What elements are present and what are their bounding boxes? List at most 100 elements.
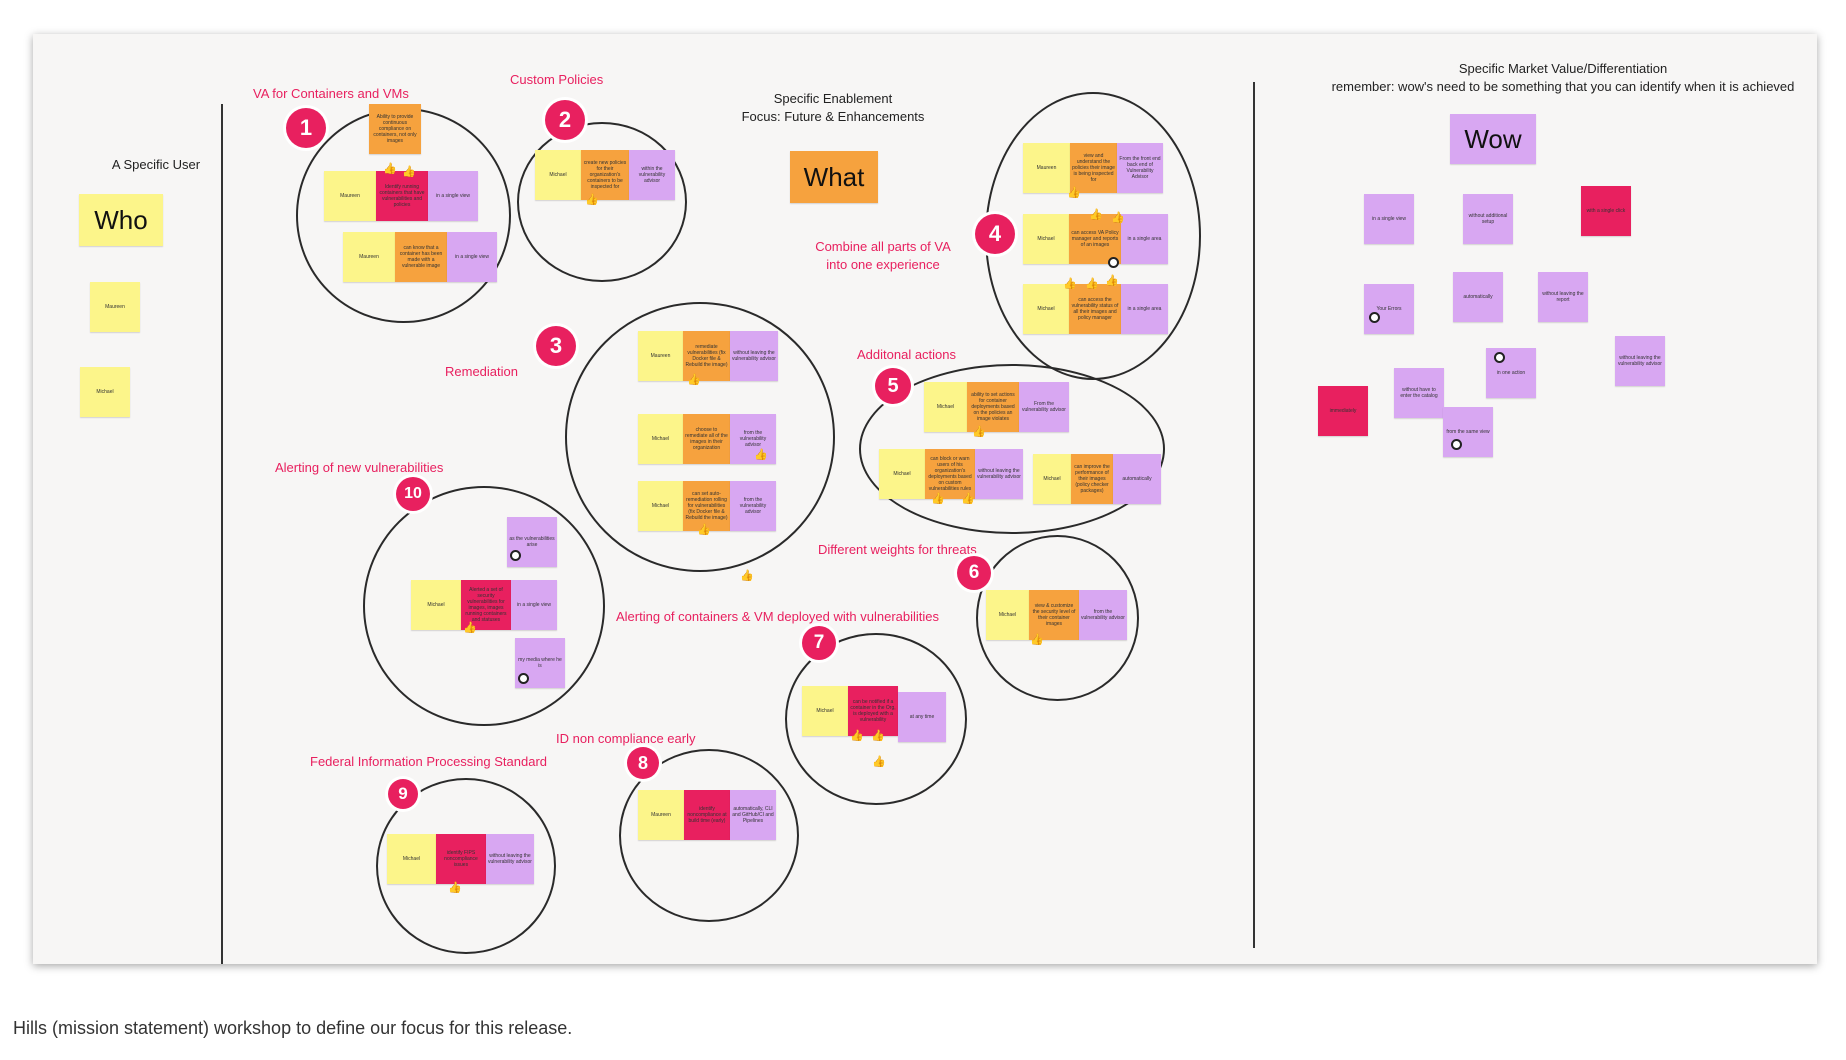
hill-4-note[interactable]: Michael <box>1023 214 1069 264</box>
hill-10-note[interactable]: Alerted a set of security vulnerabilitie… <box>461 580 511 630</box>
hill-8-title: ID non compliance early <box>556 731 696 746</box>
wow-note[interactable]: immediately <box>1318 386 1368 436</box>
hill-5-badge: 5 <box>875 368 911 404</box>
hill-3-note[interactable]: Michael <box>638 414 683 464</box>
hill-9-title: Federal Information Processing Standard <box>310 754 548 769</box>
who-note-michael[interactable]: Michael <box>80 367 130 417</box>
hill-5-note[interactable]: ability to set actions for container dep… <box>967 382 1019 432</box>
hill-5-note[interactable]: without leaving the vulnerability adviso… <box>975 449 1023 499</box>
hill-5-note[interactable]: Michael <box>1033 454 1071 504</box>
hill-1-note[interactable]: Identify running containers that have vu… <box>376 171 428 221</box>
wow-note[interactable]: without have to enter the catalog <box>1394 368 1444 418</box>
hill-1-note[interactable]: can know that a container has been made … <box>395 232 447 282</box>
hill-2-note[interactable]: Michael <box>535 150 581 200</box>
user-avatar-icon <box>1369 312 1380 323</box>
hill-3-note[interactable]: remediate vulnerabilities (fix Docker fi… <box>683 331 730 381</box>
user-avatar-icon <box>1108 257 1119 268</box>
thumbs-up-icon: 👍 <box>1067 187 1081 199</box>
hill-3-title: Remediation <box>445 364 518 379</box>
hill-3-note[interactable]: Maureen <box>638 331 683 381</box>
hill-4-note[interactable]: Maureen <box>1023 143 1070 193</box>
hill-1-note[interactable]: Maureen <box>324 171 376 221</box>
hill-7-note[interactable]: Michael <box>802 686 848 736</box>
hill-8-note[interactable]: automatically, CLI and GitHub/CI and Pip… <box>730 790 776 840</box>
who-header-note[interactable]: Who <box>79 194 163 246</box>
hill-3-note[interactable]: without leaving the vulnerability adviso… <box>730 331 778 381</box>
hill-5-title: Additonal actions <box>857 347 957 362</box>
hill-3-note[interactable]: choose to remediate all of the images in… <box>683 414 730 464</box>
hill-2-badge: 2 <box>545 100 585 140</box>
hill-9-note[interactable]: identify FIPS noncompliance issues <box>436 834 486 884</box>
hill-10-note[interactable]: in a single view <box>511 580 557 630</box>
thumbs-up-icon: 👍 <box>754 449 768 461</box>
hill-8-circle <box>619 749 799 922</box>
hill-5-note[interactable]: can improve the performance of their ima… <box>1071 454 1113 504</box>
hill-8-note[interactable]: identify noncompliance at build time (ea… <box>684 790 730 840</box>
hill-2-note[interactable]: create new policies for their organizati… <box>581 150 629 200</box>
divider-who-what <box>221 104 223 964</box>
hill-10-title: Alerting of new vulnerabilities <box>275 460 444 475</box>
hill-1-note[interactable]: Maureen <box>343 232 395 282</box>
hill-7-badge: 7 <box>802 626 836 660</box>
what-header-note[interactable]: What <box>790 151 878 203</box>
hill-4-note[interactable]: view and understand the policies their i… <box>1070 143 1117 193</box>
hill-10-note[interactable]: Michael <box>411 580 461 630</box>
hill-9-circle <box>376 778 556 954</box>
hill-2-circle <box>517 122 687 282</box>
hill-5-note[interactable]: From the vulnerability advisor <box>1019 382 1069 432</box>
what-section-line1: Specific Enablement <box>773 91 893 106</box>
hill-4-note[interactable]: Michael <box>1023 284 1069 334</box>
hill-4-note[interactable]: can access VA Policy manager and reports… <box>1069 214 1121 264</box>
hill-10-badge: 10 <box>396 477 430 511</box>
hill-7-note[interactable]: can be notified if a container in the Or… <box>848 686 898 736</box>
hill-2-title: Custom Policies <box>510 72 604 87</box>
hill-4-note[interactable]: can access the vulnerability status of a… <box>1069 284 1121 334</box>
hill-5-note[interactable]: Michael <box>924 382 967 432</box>
hill-4-note[interactable]: in a single area <box>1121 284 1168 334</box>
hill-3-note[interactable]: Michael <box>638 481 683 531</box>
hill-9-badge: 9 <box>388 779 418 809</box>
hill-1-note[interactable]: in a single view <box>447 232 497 282</box>
hill-5-note[interactable]: automatically <box>1113 454 1161 504</box>
wow-note[interactable]: in a single view <box>1364 194 1414 244</box>
wow-note[interactable]: Your Errors <box>1364 284 1414 334</box>
hill-3-circle <box>565 302 835 572</box>
hill-3-note[interactable]: can set auto-remediation rolling for vul… <box>683 481 730 531</box>
wow-note[interactable]: without leaving the report <box>1538 272 1588 322</box>
hill-1-note[interactable]: Ability to provide continuous compliance… <box>369 104 421 154</box>
who-note-maureen[interactable]: Maureen <box>90 282 140 332</box>
wow-note[interactable]: without leaving the vulnerability adviso… <box>1615 336 1665 386</box>
hill-5-note[interactable]: can block or warn users of his organizat… <box>925 449 975 499</box>
wow-note[interactable]: without additional setup <box>1463 194 1513 244</box>
who-section-title: A Specific User <box>111 157 201 172</box>
hill-6-circle <box>976 535 1139 701</box>
hill-10-circle <box>363 486 605 726</box>
thumbs-up-icon: 👍 <box>972 426 986 438</box>
wow-note[interactable]: from the same view <box>1443 407 1493 457</box>
thumbs-up-icon: 👍 <box>383 163 397 175</box>
hill-2-note[interactable]: within the vulnerability advisor <box>629 150 675 200</box>
wow-note[interactable]: automatically <box>1453 272 1503 322</box>
hill-4-badge: 4 <box>975 214 1015 254</box>
thumbs-up-icon: 👍 <box>1111 212 1125 224</box>
wow-note[interactable]: with a single click <box>1581 186 1631 236</box>
hill-9-note[interactable]: Michael <box>387 834 436 884</box>
hill-4-note[interactable]: in a single area <box>1121 214 1168 264</box>
hill-4-note[interactable]: From the front end back end of Vulnerabi… <box>1117 143 1163 193</box>
hill-8-note[interactable]: Maureen <box>638 790 684 840</box>
hill-7-note[interactable]: at any time <box>898 692 946 742</box>
wow-header-note[interactable]: Wow <box>1450 114 1536 164</box>
thumbs-up-icon: 👍 <box>687 374 701 386</box>
hill-3-note[interactable]: from the vulnerability advisor <box>730 414 776 464</box>
hill-9-note[interactable]: without leaving the vulnerability adviso… <box>486 834 534 884</box>
hill-6-title: Different weights for threats <box>818 542 977 557</box>
hill-3-note[interactable]: from the vulnerability advisor <box>730 481 776 531</box>
hill-1-note[interactable]: in a single view <box>428 171 478 221</box>
thumbs-up-icon: 👍 <box>448 882 462 894</box>
hill-7-title: Alerting of containers & VM deployed wit… <box>616 609 940 624</box>
hill-6-note[interactable]: from the vulnerability advisor <box>1079 590 1127 640</box>
hill-5-note[interactable]: Michael <box>879 449 925 499</box>
hill-6-note[interactable]: view & customize the security level of t… <box>1029 590 1079 640</box>
thumbs-up-icon: 👍 <box>463 622 477 634</box>
hill-6-note[interactable]: Michael <box>986 590 1029 640</box>
